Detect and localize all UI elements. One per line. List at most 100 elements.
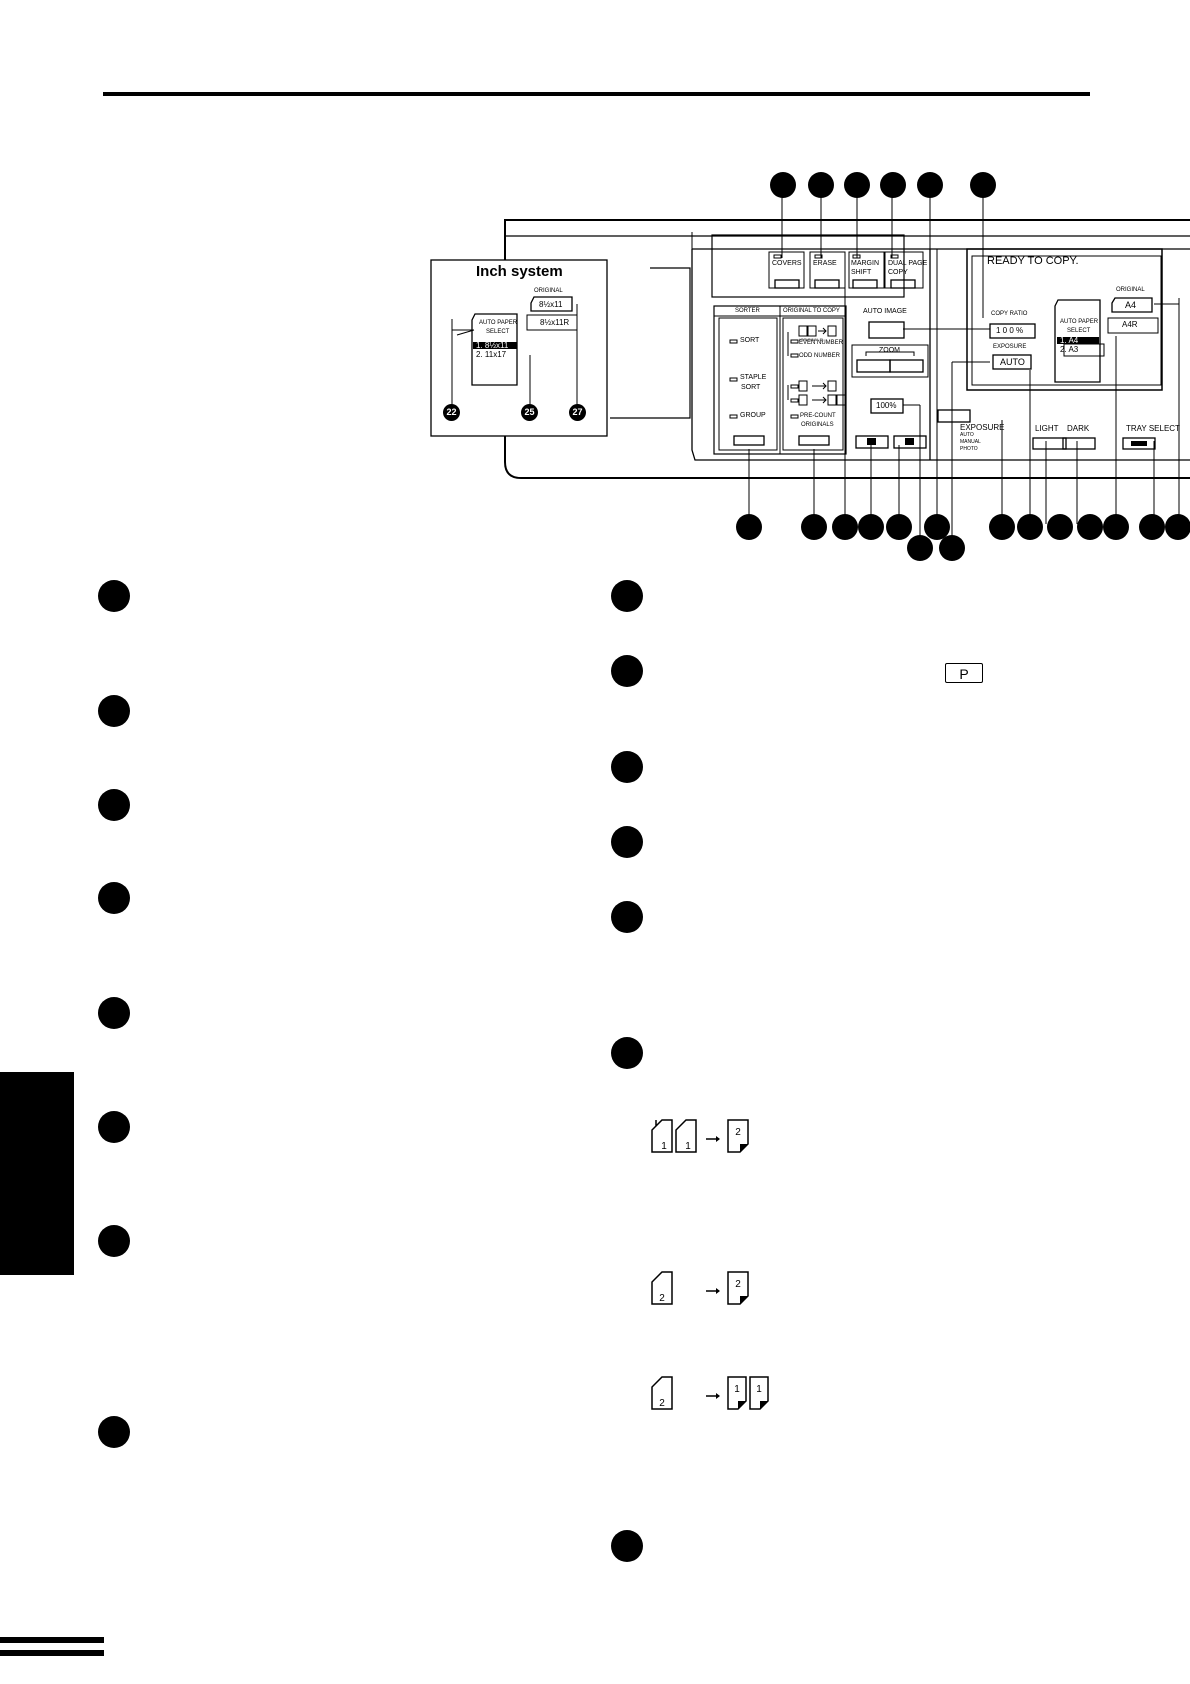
duplex-to-two-copies-icon: 2 1 1 <box>651 1376 769 1410</box>
display-tray-2: 2. A3 <box>1060 345 1079 354</box>
panel-callout <box>736 514 762 540</box>
odd-number-label: ODD NUMBER <box>799 353 841 359</box>
inch-auto-paper-label: AUTO PAPER <box>479 320 518 326</box>
light-label: LIGHT <box>1035 424 1059 433</box>
exposure-section-label: EXPOSURE <box>960 423 1005 432</box>
dup-in-1b: 1 <box>685 1141 691 1152</box>
display-original-label: ORIGINAL <box>1116 287 1145 293</box>
item-marker <box>98 1111 130 1143</box>
item-marker <box>98 1225 130 1257</box>
panel-callout <box>989 514 1015 540</box>
control-panel-diagram <box>430 184 1190 545</box>
pre-count-label: PRE-COUNT <box>800 413 836 419</box>
item-marker <box>611 826 643 858</box>
originals-small-label: (ORIGINALS) <box>799 337 824 342</box>
exposure-auto-option: AUTO <box>960 432 974 438</box>
display-original-size: A4 <box>1125 300 1137 310</box>
display-tray-1: 1. A4 <box>1060 336 1079 345</box>
panel-callout <box>858 514 884 540</box>
staple-sort-label-2: SORT <box>741 384 761 391</box>
panel-callout <box>808 172 834 198</box>
sort-label: SORT <box>740 337 760 344</box>
dup-in-1: 1 <box>661 1141 667 1152</box>
inch-tray-2: 2. 11x17 <box>476 350 507 359</box>
panel-callout <box>1103 514 1129 540</box>
display-original-size-rotated: A4R <box>1122 320 1138 329</box>
panel-callout <box>917 172 943 198</box>
top-rule <box>103 92 1090 96</box>
item-marker <box>611 1530 643 1562</box>
exposure-photo-option: PHOTO <box>960 446 978 452</box>
inch-callout-27: 27 <box>569 404 586 421</box>
auto-image-label: AUTO IMAGE <box>863 308 907 315</box>
single-in-2b: 2 <box>659 1398 665 1409</box>
panel-callout <box>1139 514 1165 540</box>
two-originals-to-duplex-icon: 1 1 2 <box>651 1119 749 1153</box>
item-marker <box>611 901 643 933</box>
dual-page-copy-label: DUAL PAGE <box>888 260 928 267</box>
sorter-label: SORTER <box>735 308 760 314</box>
duplex-to-duplex-icon: 2 2 <box>651 1271 749 1305</box>
panel-callout <box>880 172 906 198</box>
item-marker <box>98 1416 130 1448</box>
item-marker <box>98 882 130 914</box>
single-in-2: 2 <box>659 1293 665 1304</box>
panel-callout <box>1017 514 1043 540</box>
footer-rule <box>0 1650 104 1656</box>
panel-callout <box>844 172 870 198</box>
staple-sort-label: STAPLE <box>740 374 767 381</box>
panel-callout <box>907 535 933 561</box>
display-exposure-value: AUTO <box>1000 357 1025 367</box>
original-to-copy-label: ORIGINAL TO COPY <box>783 308 840 314</box>
ready-to-copy-text: READY TO COPY. <box>987 255 1079 267</box>
copy-ratio-label: COPY RATIO <box>991 311 1028 317</box>
covers-label: COVERS <box>772 260 802 267</box>
item-marker <box>611 580 643 612</box>
panel-callout <box>886 514 912 540</box>
chapter-tab <box>0 1072 74 1275</box>
inch-auto-paper-label-2: SELECT <box>486 329 510 335</box>
panel-callout <box>939 535 965 561</box>
out-1b: 1 <box>756 1384 762 1395</box>
out-1: 1 <box>734 1384 740 1395</box>
inch-original-size: 8½x11 <box>539 300 563 309</box>
inch-system-title: Inch system <box>476 263 563 280</box>
item-marker <box>98 997 130 1029</box>
display-exposure-label: EXPOSURE <box>993 344 1027 350</box>
footer-rule <box>0 1637 104 1643</box>
panel-callout <box>801 514 827 540</box>
zoom-label: ZOOM <box>879 347 900 354</box>
inch-callout-25: 25 <box>521 404 538 421</box>
item-marker <box>611 655 643 687</box>
even-number-label: EVEN NUMBER <box>799 340 844 346</box>
panel-callout <box>1047 514 1073 540</box>
single-out-2: 2 <box>735 1279 741 1290</box>
panel-callout <box>970 172 996 198</box>
panel-callout <box>1165 514 1190 540</box>
dup-out-2: 2 <box>735 1127 741 1138</box>
inch-callout-22: 22 <box>443 404 460 421</box>
panel-callout <box>770 172 796 198</box>
erase-label: ERASE <box>813 260 837 267</box>
inch-original-label: ORIGINAL <box>534 288 563 294</box>
item-marker <box>98 789 130 821</box>
exposure-manual-option: MANUAL <box>960 439 981 445</box>
panel-callout <box>832 514 858 540</box>
copy-ratio-value: 1 0 0 % <box>996 326 1024 335</box>
dual-page-copy-label-2: COPY <box>888 269 908 276</box>
pre-count-label-2: ORIGINALS <box>801 422 834 428</box>
inch-original-size-rotated: 8½x11R <box>540 318 570 327</box>
margin-shift-label: MARGIN <box>851 260 879 267</box>
p-key-icon: P <box>945 663 983 683</box>
inch-tray-1: 1. 8½x11 <box>476 341 509 350</box>
item-marker <box>98 695 130 727</box>
item-marker <box>611 1037 643 1069</box>
group-label: GROUP <box>740 412 766 419</box>
item-marker <box>98 580 130 612</box>
display-auto-paper-label: AUTO PAPER <box>1060 319 1099 325</box>
hundred-percent-label: 100% <box>876 401 897 410</box>
display-auto-paper-label-2: SELECT <box>1067 328 1091 334</box>
dark-label: DARK <box>1067 424 1090 433</box>
item-marker <box>611 751 643 783</box>
tray-select-label: TRAY SELECT <box>1126 424 1180 433</box>
